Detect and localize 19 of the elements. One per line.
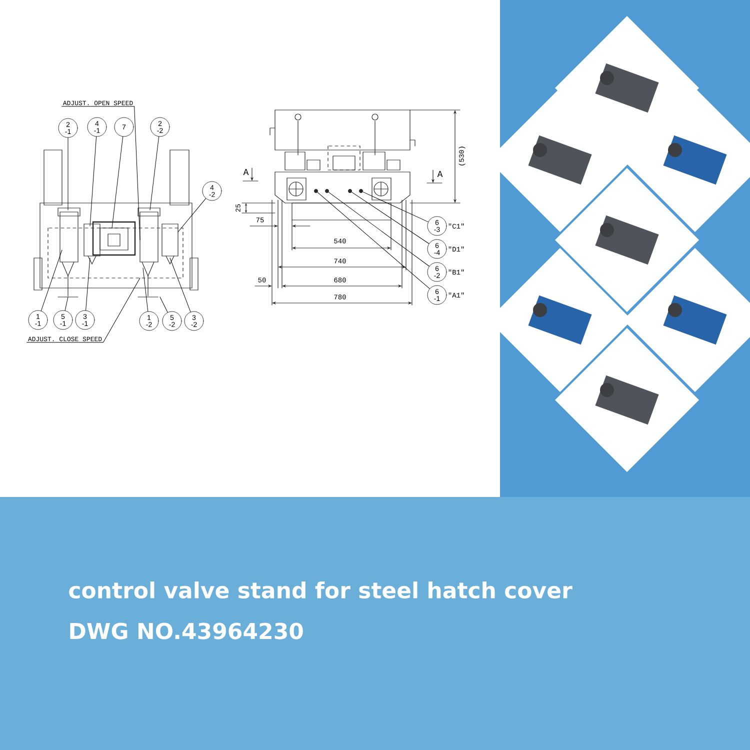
leader-line: [170, 258, 191, 312]
leader-line: [64, 296, 68, 311]
leader-line: [317, 192, 430, 289]
leader-line: [86, 258, 90, 311]
leader-line: [150, 136, 160, 210]
leader-line: [362, 192, 428, 222]
caption: DWG NO.43964230: [70, 622, 303, 640]
leader-line: [112, 136, 124, 228]
leader-line: [328, 192, 430, 266]
leader-line: [352, 192, 430, 244]
valve-stand-drawing: [34, 150, 198, 298]
leader-line: [178, 198, 206, 232]
leader-line: [90, 136, 97, 226]
leader-line: [61, 106, 140, 240]
leader-line: [160, 296, 168, 313]
leader-line: [40, 250, 62, 312]
title: control valve stand for steel hatch cover: [69, 582, 572, 599]
leader-line: [26, 278, 140, 343]
leader-line: [142, 268, 148, 312]
